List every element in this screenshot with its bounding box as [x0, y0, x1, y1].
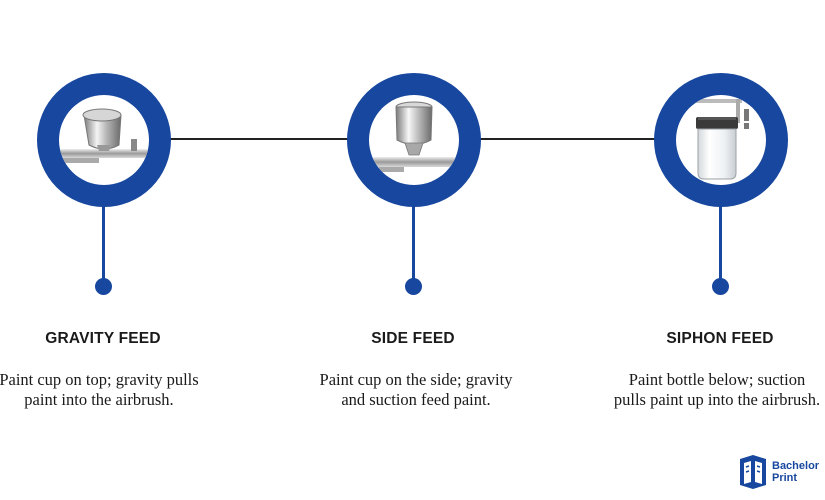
gravity-feed-ring [37, 73, 171, 207]
siphon-feed-title: SIPHON FEED [666, 330, 774, 347]
connector-line-1 [170, 138, 350, 140]
side-feed-stem [412, 205, 415, 285]
connector-line-2 [478, 138, 656, 140]
siphon-feed-description: Paint bottle below; suction pulls paint … [613, 370, 821, 409]
gravity-feed-description: Paint cup on top; gravity pulls paint in… [0, 370, 199, 409]
side-feed-airbrush-icon [369, 95, 459, 185]
gravity-feed-dot [95, 278, 112, 295]
siphon-feed-bottle-icon [676, 95, 766, 185]
siphon-feed-dot [712, 278, 729, 295]
side-feed-description: Paint cup on the side; gravity and sucti… [319, 370, 513, 409]
logo-text-print: Print [772, 472, 798, 484]
bachelorprint-logo: Bachelor Print [738, 455, 820, 491]
siphon-feed-step: SIPHON FEED Paint bottle below; suction … [570, 0, 825, 500]
logo-text-bachelor: Bachelor [772, 460, 820, 472]
side-feed-ring [347, 73, 481, 207]
siphon-feed-ring [654, 73, 788, 207]
side-feed-step: SIDE FEED Paint cup on the side; gravity… [263, 0, 563, 500]
bachelorprint-book-icon [740, 455, 766, 489]
gravity-feed-stem [102, 205, 105, 285]
side-feed-dot [405, 278, 422, 295]
gravity-feed-step: GRAVITY FEED Paint cup on top; gravity p… [0, 0, 253, 500]
gravity-feed-airbrush-icon [59, 95, 149, 185]
side-feed-title: SIDE FEED [371, 330, 455, 347]
gravity-feed-title: GRAVITY FEED [45, 330, 161, 347]
siphon-feed-stem [719, 205, 722, 285]
